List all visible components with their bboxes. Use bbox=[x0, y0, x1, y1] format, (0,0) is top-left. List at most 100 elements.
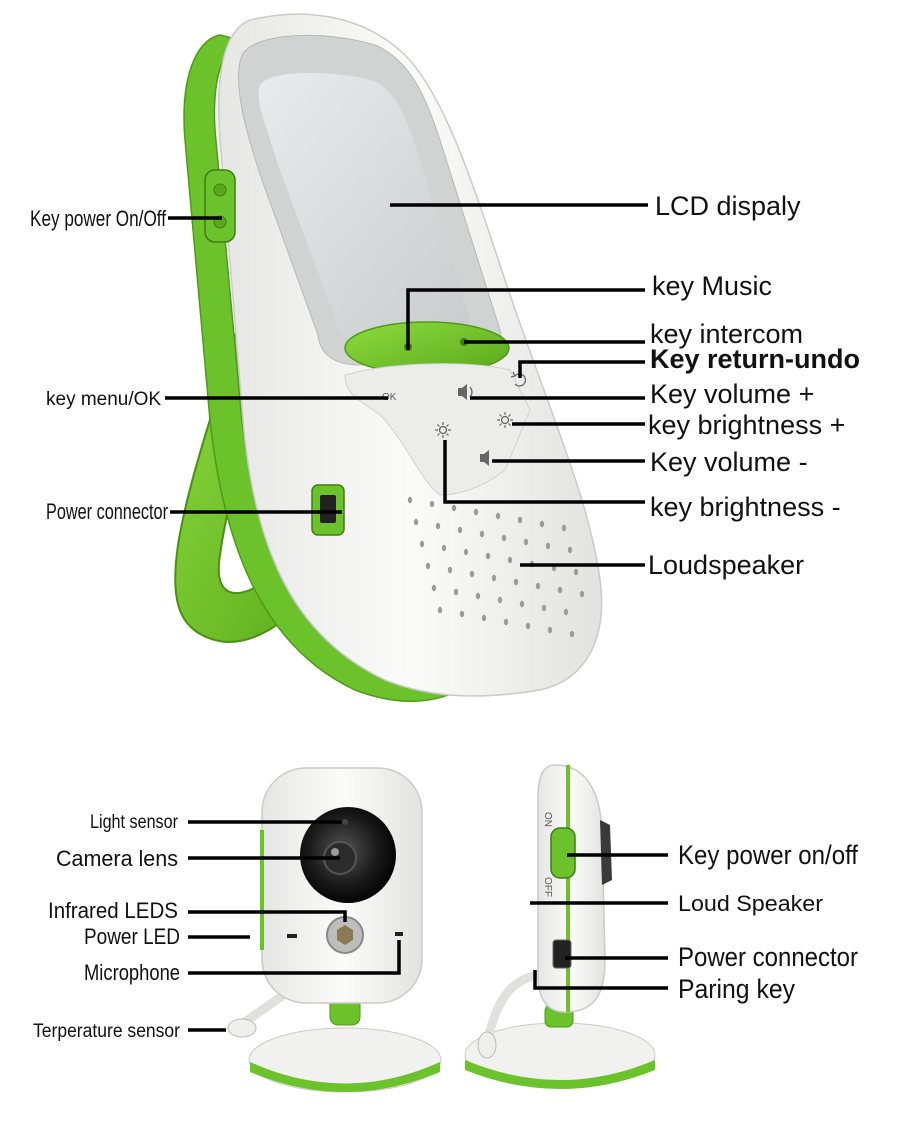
parent-labels: LCD dispaly key Music key intercom Key r… bbox=[30, 191, 860, 580]
temperature-sensor-probe bbox=[227, 1018, 257, 1038]
switch-on-text: ON bbox=[542, 812, 553, 827]
parent-leaders bbox=[165, 203, 648, 567]
power-switch[interactable] bbox=[204, 169, 236, 243]
speaker-hole bbox=[479, 530, 485, 538]
speaker-hole bbox=[541, 604, 547, 612]
speaker-hole bbox=[519, 600, 525, 608]
speaker-hole bbox=[567, 546, 573, 554]
speaker-hole bbox=[431, 584, 437, 592]
label-key-volume-minus: Key volume - bbox=[650, 447, 808, 477]
speaker-hole bbox=[425, 562, 431, 570]
label-side-key-power: Key power on/off bbox=[678, 840, 858, 870]
lcd-screen bbox=[258, 73, 471, 341]
microphone-hole bbox=[395, 932, 403, 936]
label-key-intercom: key intercom bbox=[650, 319, 803, 349]
label-key-power-onoff: Key power On/Off bbox=[30, 206, 167, 231]
speaker-hole bbox=[579, 590, 585, 598]
label-key-brightness-plus: key brightness + bbox=[648, 410, 845, 440]
sun-plus-icon[interactable] bbox=[497, 412, 513, 428]
speaker-hole bbox=[525, 622, 531, 630]
label-key-music: key Music bbox=[652, 271, 772, 301]
baby-front-labels: Light sensor Camera lens Infrared LEDS P… bbox=[33, 812, 181, 1042]
label-key-brightness-minus: key brightness - bbox=[650, 492, 841, 522]
speaker-hole bbox=[563, 608, 569, 616]
ok-key[interactable]: OK bbox=[382, 392, 397, 403]
leader-brightness-minus bbox=[443, 440, 645, 504]
side-power-switch[interactable] bbox=[550, 827, 576, 879]
label-power-led: Power LED bbox=[84, 924, 180, 949]
speaker-hole bbox=[503, 618, 509, 626]
speaker-hole bbox=[457, 526, 463, 534]
leader-return bbox=[518, 360, 645, 378]
speaker-hole bbox=[513, 578, 519, 586]
label-key-menu-ok: key menu/OK bbox=[46, 389, 161, 410]
label-loudspeaker: Loudspeaker bbox=[648, 550, 804, 580]
label-infrared-leds: Infrared LEDS bbox=[48, 898, 178, 923]
sun-minus-icon[interactable] bbox=[435, 422, 451, 438]
speaker-hole bbox=[451, 504, 457, 512]
undo-arrow-icon[interactable] bbox=[510, 371, 527, 387]
speaker-hole bbox=[447, 566, 453, 574]
parent-unit: OK bbox=[174, 13, 603, 702]
speaker-hole bbox=[495, 512, 501, 520]
label-temperature-sensor: Terperature sensor bbox=[33, 1021, 181, 1042]
baby-unit-side: ON OFF bbox=[464, 764, 656, 1089]
speaker-hole bbox=[569, 630, 575, 638]
speaker-hole bbox=[547, 626, 553, 634]
speaker-hole bbox=[507, 556, 513, 564]
speaker-hole bbox=[523, 538, 529, 546]
speaker-hole bbox=[475, 592, 481, 600]
speaker-hole bbox=[481, 614, 487, 622]
label-key-return-undo: Key return-undo bbox=[650, 344, 860, 374]
leader-music bbox=[406, 288, 645, 350]
side-power-connector bbox=[552, 939, 572, 969]
speaker-hole bbox=[545, 542, 551, 550]
speaker-plus-icon[interactable] bbox=[458, 384, 473, 400]
speaker-hole bbox=[497, 596, 503, 604]
speaker-hole bbox=[419, 540, 425, 548]
label-side-loud-speaker: Loud Speaker bbox=[678, 891, 823, 916]
camera-base bbox=[248, 1027, 442, 1093]
label-light-sensor: Light sensor bbox=[90, 812, 179, 833]
baby-unit-front bbox=[227, 767, 442, 1093]
speaker-hole bbox=[485, 552, 491, 560]
label-pairing-key: Paring key bbox=[678, 974, 795, 1004]
leader-microphone bbox=[188, 940, 401, 975]
speaker-hole bbox=[441, 544, 447, 552]
baby-side-labels: Key power on/off Loud Speaker Power conn… bbox=[678, 840, 858, 1004]
speaker-hole bbox=[557, 586, 563, 594]
leader-pairing-key bbox=[533, 970, 668, 990]
label-side-power-connector: Power connector bbox=[678, 942, 858, 972]
label-key-volume-plus: Key volume + bbox=[650, 379, 814, 409]
speaker-minus-icon[interactable] bbox=[480, 450, 489, 466]
speaker-hole bbox=[469, 570, 475, 578]
speaker-hole bbox=[437, 606, 443, 614]
speaker-hole bbox=[561, 524, 567, 532]
speaker-hole bbox=[473, 508, 479, 516]
speaker-hole bbox=[459, 610, 465, 618]
power-led bbox=[287, 934, 297, 938]
label-power-connector-parent: Power connector bbox=[46, 499, 168, 524]
loudspeaker-grille bbox=[407, 496, 585, 638]
leader-infrared bbox=[188, 910, 347, 922]
speaker-hole bbox=[463, 548, 469, 556]
speaker-hole bbox=[573, 568, 579, 576]
label-camera-lens: Camera lens bbox=[56, 846, 178, 871]
switch-off-text: OFF bbox=[542, 877, 553, 897]
speaker-hole bbox=[491, 574, 497, 582]
speaker-hole bbox=[453, 588, 459, 596]
light-sensor bbox=[342, 819, 348, 825]
speaker-hole bbox=[435, 522, 441, 530]
label-microphone: Microphone bbox=[84, 960, 180, 985]
speaker-hole bbox=[535, 582, 541, 590]
speaker-hole bbox=[501, 534, 507, 542]
baby-side-leaders bbox=[530, 853, 668, 990]
speaker-hole bbox=[429, 500, 435, 508]
speaker-hole bbox=[517, 516, 523, 524]
baby-front-leaders bbox=[188, 820, 401, 1032]
speaker-hole bbox=[413, 518, 419, 526]
label-lcd-display: LCD dispaly bbox=[655, 191, 801, 221]
speaker-hole bbox=[407, 496, 413, 504]
speaker-hole bbox=[539, 520, 545, 528]
